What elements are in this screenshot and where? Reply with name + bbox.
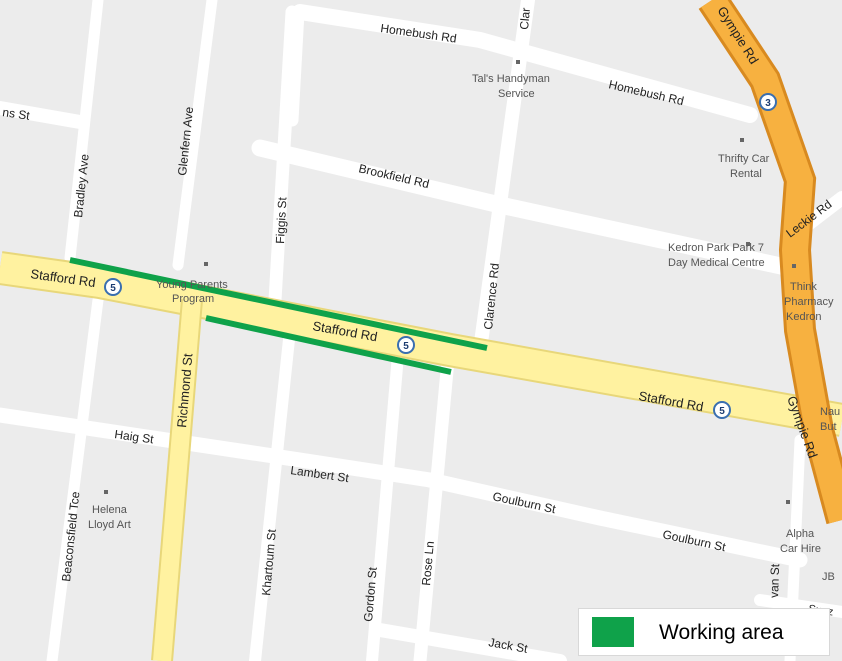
route-shield-stafford-3: 5 (713, 401, 731, 419)
poi-thrifty-1: Thrifty Car (718, 153, 770, 165)
poi-dot (740, 138, 744, 142)
st-left-road (0, 101, 87, 129)
poi-think-pharmacy-1: Think (790, 281, 817, 293)
label-figgis-st: Figgis St (273, 196, 289, 244)
poi-edge-jb: JB (822, 571, 835, 583)
working-area-line-north[interactable] (69, 257, 488, 351)
label-richmond-st: Richmond St (174, 352, 195, 428)
poi-think-pharmacy-3: Kedron (786, 311, 821, 323)
route-shields: 3 5 5 5 (104, 93, 777, 419)
poi-dot (204, 262, 208, 266)
bradley-avenue-south (46, 294, 104, 661)
stafford-road (0, 253, 842, 435)
khartoum-street (249, 324, 296, 661)
poi-tals-handyman-1: Tal's Handyman (472, 73, 550, 85)
poi-dot (104, 490, 108, 494)
working-area[interactable] (69, 257, 488, 375)
bradley-avenue (64, 0, 104, 264)
poi-think-pharmacy-2: Pharmacy (784, 296, 834, 308)
poi-alpha-car-1: Alpha (786, 528, 815, 540)
richmond-street (153, 299, 201, 661)
motorway (698, 0, 842, 525)
poi-dot (746, 242, 750, 246)
label-bradley-ave: Bradley Ave (71, 153, 92, 218)
arterial-roads (0, 251, 842, 661)
poi-helena-lloyd-1: Helena (92, 504, 128, 516)
poi-labels: Tal's Handyman Service Thrifty Car Renta… (88, 73, 840, 583)
poi-dot (786, 500, 790, 504)
glenfern-avenue (172, 0, 218, 271)
rose-lane (413, 353, 455, 661)
legend-swatch (592, 617, 634, 647)
goulburn-street (422, 472, 808, 568)
poi-markers (104, 60, 796, 504)
label-rose-ln: Rose Ln (419, 541, 437, 587)
poi-thrifty-2: Rental (730, 168, 762, 180)
figgis-street (268, 5, 299, 307)
working-area-line-south[interactable] (205, 315, 452, 375)
poi-alpha-car-2: Car Hire (780, 543, 821, 555)
label-gordon-st: Gordon St (361, 566, 380, 622)
clarence-road (473, 0, 535, 357)
label-khartoum-st: Khartoum St (259, 528, 279, 596)
poi-young-parents-2: Program (172, 293, 214, 305)
poi-dot (516, 60, 520, 64)
route-shield-gympie-label: 3 (765, 98, 771, 109)
route-shield-stafford-2: 5 (397, 336, 415, 354)
poi-dot (792, 264, 796, 268)
legend-label: Working area (659, 621, 784, 644)
poi-tals-handyman-2: Service (498, 88, 535, 100)
gordon-street (366, 349, 404, 661)
poi-edge-but: But (820, 421, 837, 433)
route-shield-stafford-1: 5 (104, 278, 122, 296)
homebush-road (292, 4, 758, 123)
poi-young-parents-1: Young Parents (156, 279, 228, 291)
gympie-road (701, 0, 842, 524)
poi-edge-nau: Nau (820, 406, 840, 418)
label-clarence-rd: Clarence Rd (481, 263, 502, 331)
label-st-left: ns St (2, 105, 32, 123)
route-shield-stafford-3-label: 5 (719, 406, 725, 417)
route-shield-stafford-2-label: 5 (403, 341, 409, 352)
route-shield-gympie: 3 (759, 93, 777, 111)
route-shield-stafford-1-label: 5 (110, 283, 116, 294)
label-clarence-rd-top: Clar (517, 7, 533, 30)
poi-kedron-medical-1: Kedron Park Park 7 (668, 242, 764, 254)
poi-helena-lloyd-2: Lloyd Art (88, 519, 131, 531)
label-jack-st: Jack St (487, 635, 529, 656)
map-legend: Working area (578, 608, 830, 656)
label-right-edge-st: van St (767, 563, 782, 598)
label-haig-st: Haig St (114, 427, 156, 446)
haig-street (0, 407, 438, 488)
poi-kedron-medical-2: Day Medical Centre (668, 257, 765, 269)
jack-street (373, 623, 567, 661)
